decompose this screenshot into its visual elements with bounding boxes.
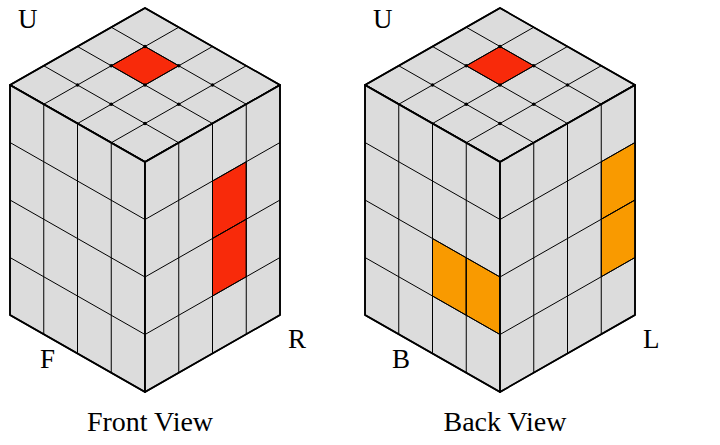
grid-line <box>500 258 635 335</box>
grid-line <box>466 143 467 373</box>
grid-dot <box>109 64 113 68</box>
face-outline <box>10 85 145 392</box>
face-letter: U <box>373 6 393 33</box>
face-outline <box>145 85 280 392</box>
colored-sticker <box>213 219 247 296</box>
grid-line <box>433 47 568 124</box>
face-letter: U <box>18 6 38 33</box>
grid-dot <box>143 122 147 126</box>
grid-dot <box>532 64 536 68</box>
grid-dot <box>431 83 435 87</box>
face-outline <box>500 85 635 392</box>
face-letter: B <box>392 346 410 373</box>
grid-dot <box>498 83 502 87</box>
colored-sticker <box>466 258 500 335</box>
grid-dot <box>532 102 536 106</box>
grid-line <box>365 258 500 335</box>
grid-line <box>10 200 145 277</box>
grid-line <box>78 47 213 124</box>
grid-dot <box>464 102 468 106</box>
grid-line <box>145 200 280 277</box>
view-caption: Front View <box>87 408 213 436</box>
right-face <box>500 85 635 392</box>
grid-dot <box>143 45 147 49</box>
grid-dot <box>498 122 502 126</box>
grid-line <box>78 47 213 124</box>
colored-sticker <box>433 239 467 316</box>
grid-line <box>601 104 602 334</box>
grid-dot <box>566 83 570 87</box>
grid-line <box>500 200 635 277</box>
grid-dot <box>498 45 502 49</box>
grid-line <box>246 104 247 334</box>
grid-line <box>145 258 280 335</box>
colored-sticker <box>601 200 635 277</box>
grid-line <box>433 47 568 124</box>
face-letter: L <box>643 326 660 353</box>
colored-sticker <box>466 47 534 86</box>
grid-line <box>10 258 145 335</box>
face-letter: F <box>40 346 55 373</box>
view-caption: Back View <box>444 408 567 436</box>
grid-dot <box>177 102 181 106</box>
grid-line <box>111 143 112 373</box>
face-outline <box>365 85 500 392</box>
grid-dot <box>109 102 113 106</box>
colored-sticker <box>111 47 179 86</box>
grid-dot <box>143 83 147 87</box>
grid-dot <box>211 83 215 87</box>
right-face <box>145 85 280 392</box>
grid-dot <box>177 64 181 68</box>
face-letter: R <box>288 326 306 353</box>
grid-dot <box>464 64 468 68</box>
left-face <box>365 85 500 392</box>
left-face <box>10 85 145 392</box>
grid-line <box>365 200 500 277</box>
grid-dot <box>76 83 80 87</box>
